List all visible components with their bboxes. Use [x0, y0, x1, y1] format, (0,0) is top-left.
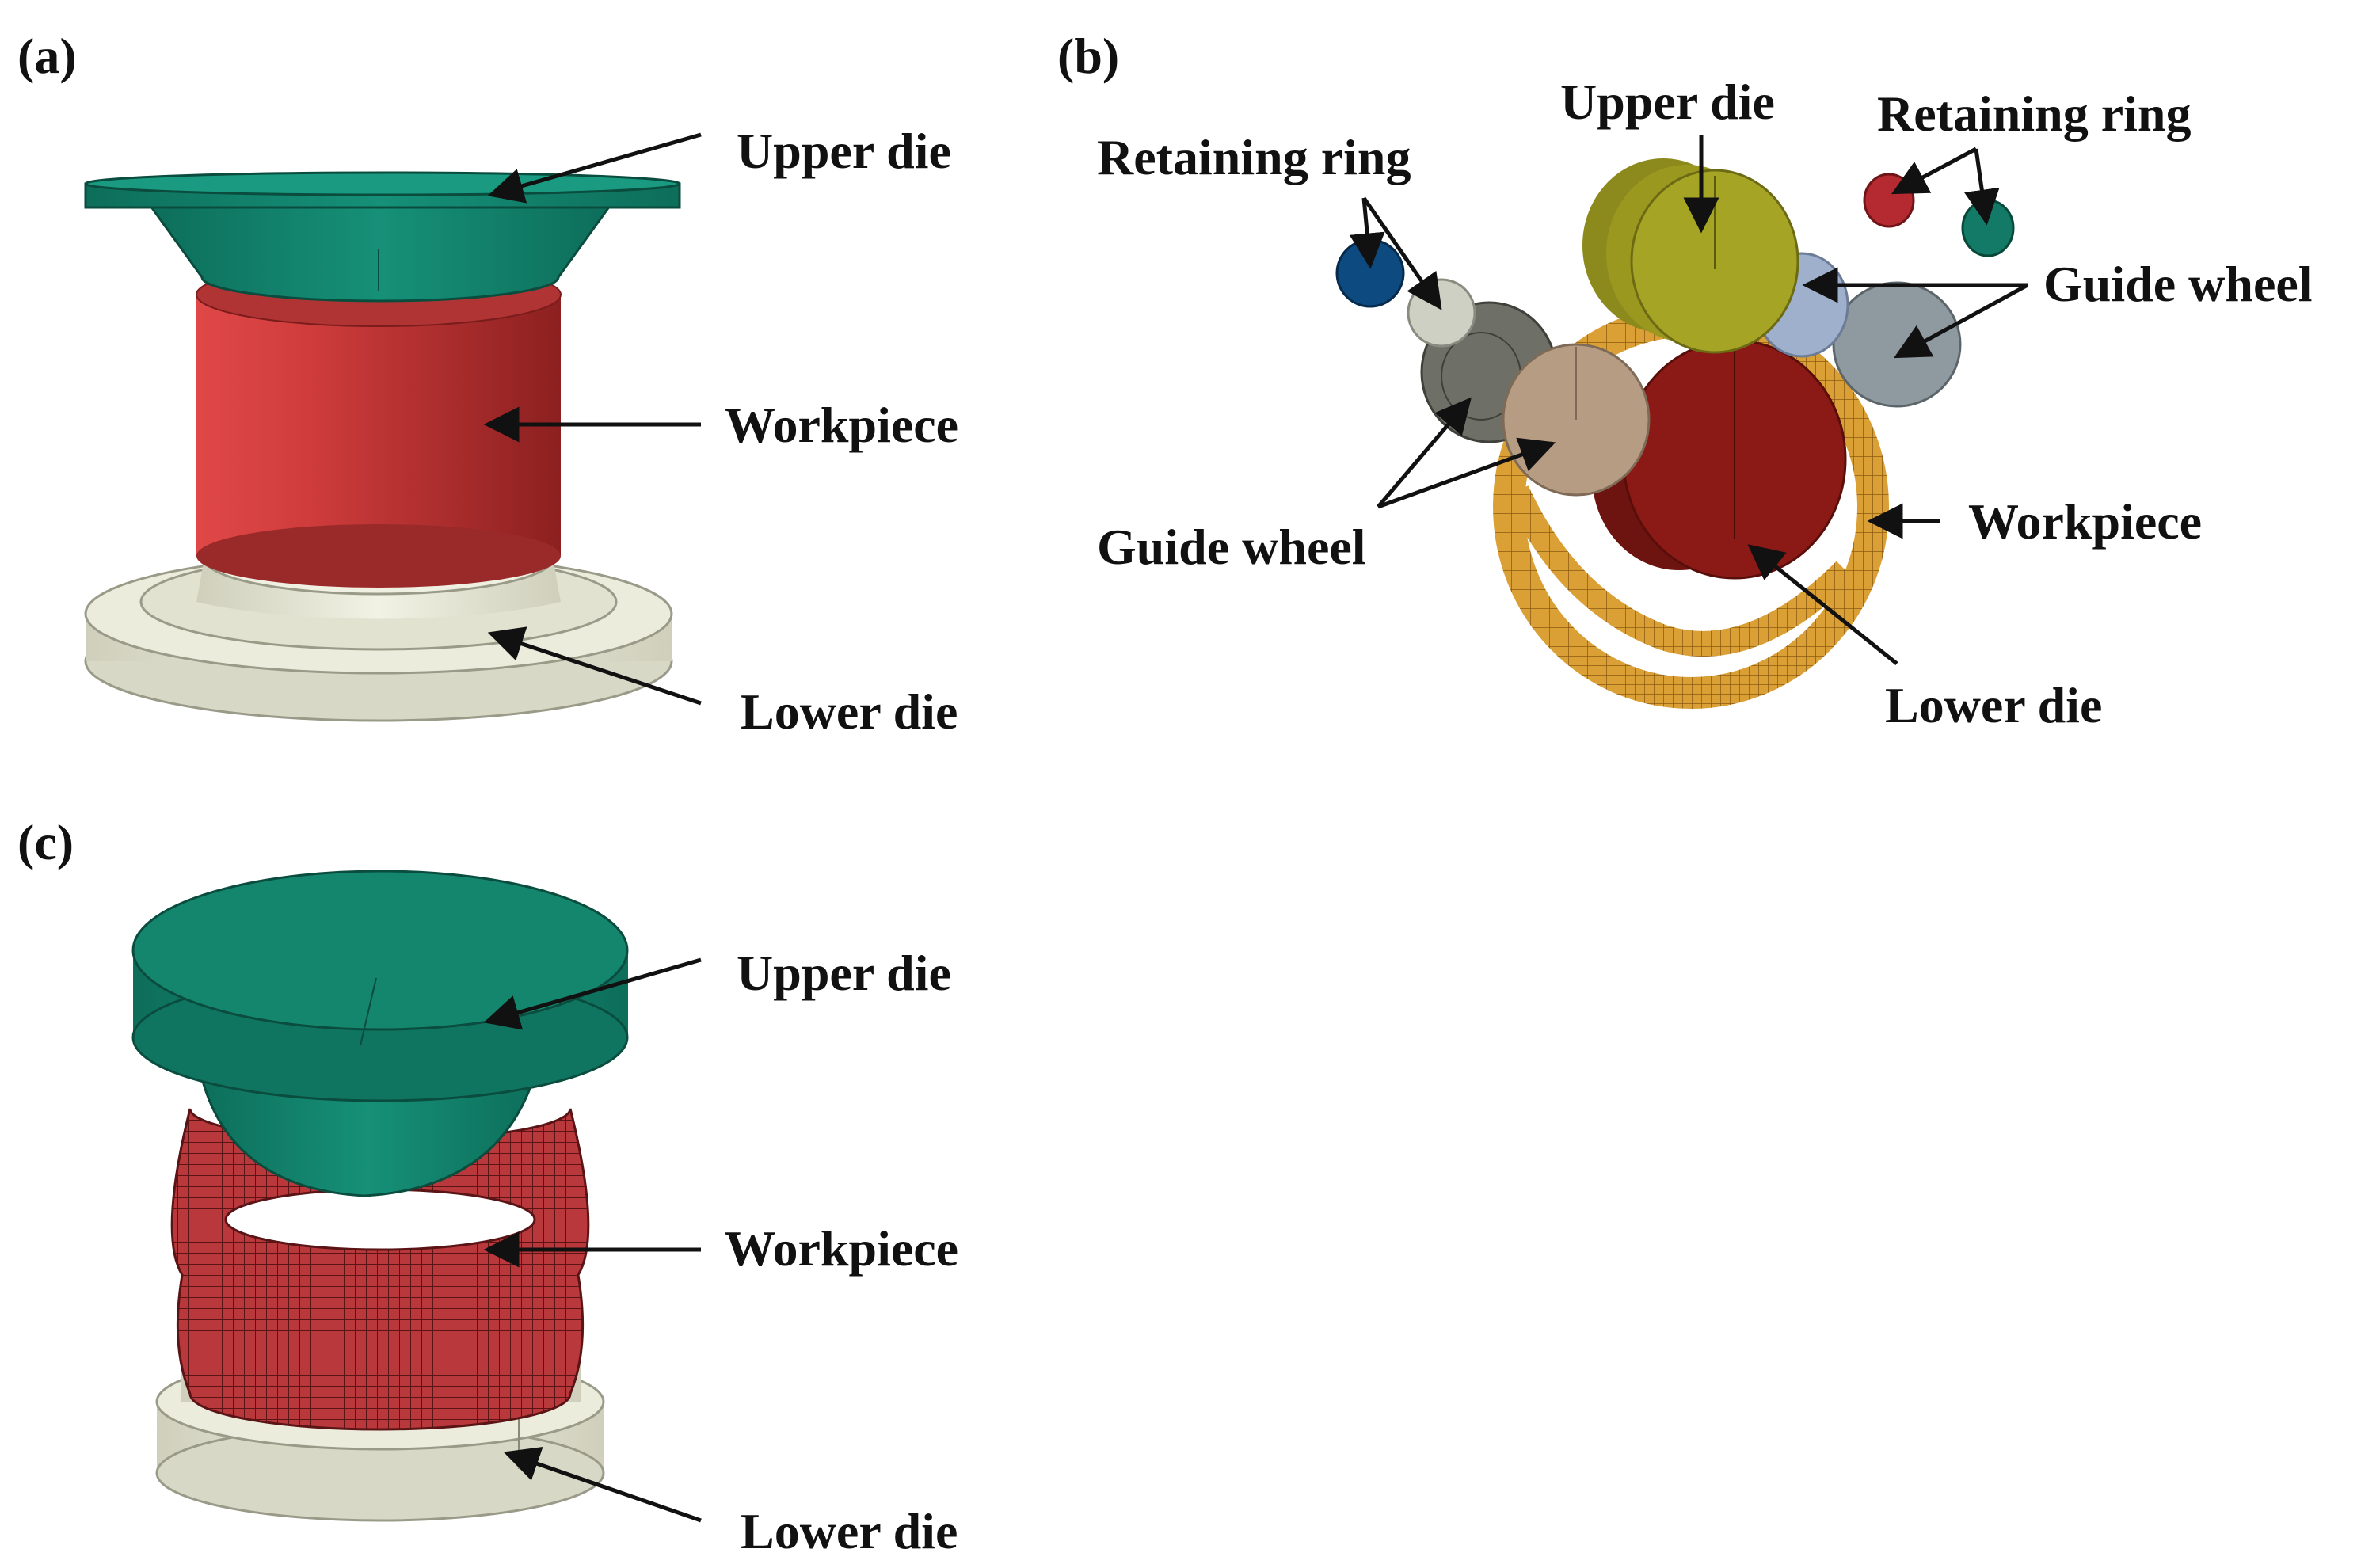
panel-b-label-lower-die: Lower die [1885, 677, 2102, 733]
panel-c-arrow-upper-die [483, 957, 702, 1030]
panel-a-label-lower-die: Lower die [741, 683, 958, 740]
panel-b-arrow-wheel-slate [1894, 283, 2029, 359]
panel-b-letter: (b) [1057, 28, 1119, 84]
panel-b-guide-wheel-slate [1832, 281, 1962, 408]
panel-b-arrow-wheel-grey [1377, 397, 1472, 508]
panel-c-letter: (c) [17, 814, 74, 870]
panel-c-workpiece [170, 1108, 590, 1431]
panel-c-label-workpiece: Workpiece [725, 1220, 958, 1277]
panel-b-arrow-ring-teal [1964, 148, 2000, 226]
panel-c-label-lower-die: Lower die [741, 1503, 958, 1559]
panel-b-upper-die [1582, 158, 1799, 354]
panel-b-guide-wheel-tan [1502, 343, 1651, 497]
panel-b-label-upper-die: Upper die [1560, 74, 1775, 130]
panel-b-retaining-ring-teal [1961, 199, 2015, 257]
panel-b-label-retaining-ring-left: Retaining ring [1097, 129, 1411, 185]
panel-b-label-workpiece: Workpiece [1968, 493, 2202, 550]
panel-a-label-upper-die: Upper die [737, 123, 951, 179]
panel-b-arrow-ring-light [1361, 196, 1442, 310]
panel-b-label-guide-wheel-left: Guide wheel [1097, 519, 1366, 575]
panel-b-guide-wheel-light [1407, 278, 1476, 348]
panel-a: (a) Upper die Workpiece Lower d [17, 28, 958, 740]
panel-b-arrow-lower-die [1747, 544, 1898, 665]
panel-a-arrow-lower-die [487, 626, 702, 706]
panel-b-arrow-ring-blue [1349, 197, 1385, 269]
panel-b-retaining-ring-red [1863, 173, 1915, 228]
panel-a-letter: (a) [17, 28, 77, 84]
panel-b: (b) [1057, 28, 2313, 733]
panel-c-label-upper-die: Upper die [737, 945, 951, 1001]
panel-c-arrow-lower-die [503, 1447, 702, 1523]
panel-a-arrow-upper-die [487, 132, 702, 204]
panel-b-arrow-wheel-tan [1377, 437, 1556, 509]
panel-b-label-retaining-ring-right: Retaining ring [1877, 86, 2191, 142]
panel-b-label-guide-wheel-right: Guide wheel [2043, 256, 2313, 312]
panel-a-upper-die [84, 171, 681, 303]
panel-a-label-workpiece: Workpiece [725, 397, 958, 453]
panel-c: (c) Upper die Workpiece [17, 814, 958, 1559]
panel-b-arrow-ring-red [1891, 147, 1978, 195]
